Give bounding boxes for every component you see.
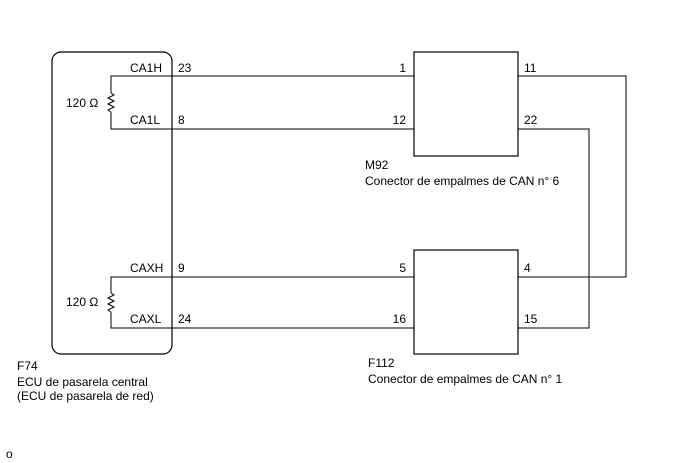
ecu-internal-wire-bottom-a bbox=[110, 276, 172, 293]
f112-pin-4: 4 bbox=[524, 261, 531, 275]
ecu-pin-8: 8 bbox=[178, 113, 185, 127]
wire-high-loop bbox=[518, 75, 627, 278]
f112-code: F112 bbox=[368, 356, 395, 370]
footer-mark: o bbox=[6, 447, 13, 461]
ecu-pin-23: 23 bbox=[178, 61, 192, 75]
connector-m92-box bbox=[413, 51, 519, 157]
connector-f112-box bbox=[413, 249, 519, 355]
signal-ca1h-label: CA1H bbox=[130, 61, 162, 75]
ecu-name-line1: ECU de pasarela central bbox=[17, 375, 148, 389]
f112-pin-16: 16 bbox=[393, 312, 407, 326]
m92-name: Conector de empalmes de CAN n° 6 bbox=[365, 174, 560, 188]
wire-low-loop bbox=[518, 128, 590, 329]
m92-pin-11: 11 bbox=[524, 61, 537, 75]
m92-pin-12: 12 bbox=[393, 113, 407, 127]
resistor-bottom-label: 120 Ω bbox=[66, 295, 98, 309]
m92-pin-22: 22 bbox=[524, 113, 538, 127]
f112-name: Conector de empalmes de CAN n° 1 bbox=[368, 372, 563, 386]
ecu-f74-box bbox=[51, 51, 173, 355]
ecu-pin-9: 9 bbox=[178, 261, 185, 275]
signal-caxh-label: CAXH bbox=[130, 261, 163, 275]
ecu-name-line2: (ECU de pasarela de red) bbox=[17, 389, 154, 403]
signal-caxl-label: CAXL bbox=[130, 312, 162, 326]
m92-pin-1: 1 bbox=[399, 61, 406, 75]
ecu-code: F74 bbox=[17, 359, 38, 373]
f112-pin-15: 15 bbox=[524, 312, 538, 326]
f112-pin-5: 5 bbox=[399, 261, 406, 275]
m92-code: M92 bbox=[365, 158, 389, 172]
resistor-bottom-symbol bbox=[106, 292, 116, 313]
signal-ca1l-label: CA1L bbox=[130, 113, 160, 127]
ecu-internal-wire-top-a bbox=[110, 75, 172, 93]
ecu-internal-wire-bottom-b bbox=[110, 312, 172, 329]
resistor-top-label: 120 Ω bbox=[66, 96, 98, 110]
ecu-internal-wire-top-b bbox=[110, 112, 172, 130]
ecu-pin-24: 24 bbox=[178, 312, 192, 326]
resistor-top-symbol bbox=[106, 92, 116, 113]
